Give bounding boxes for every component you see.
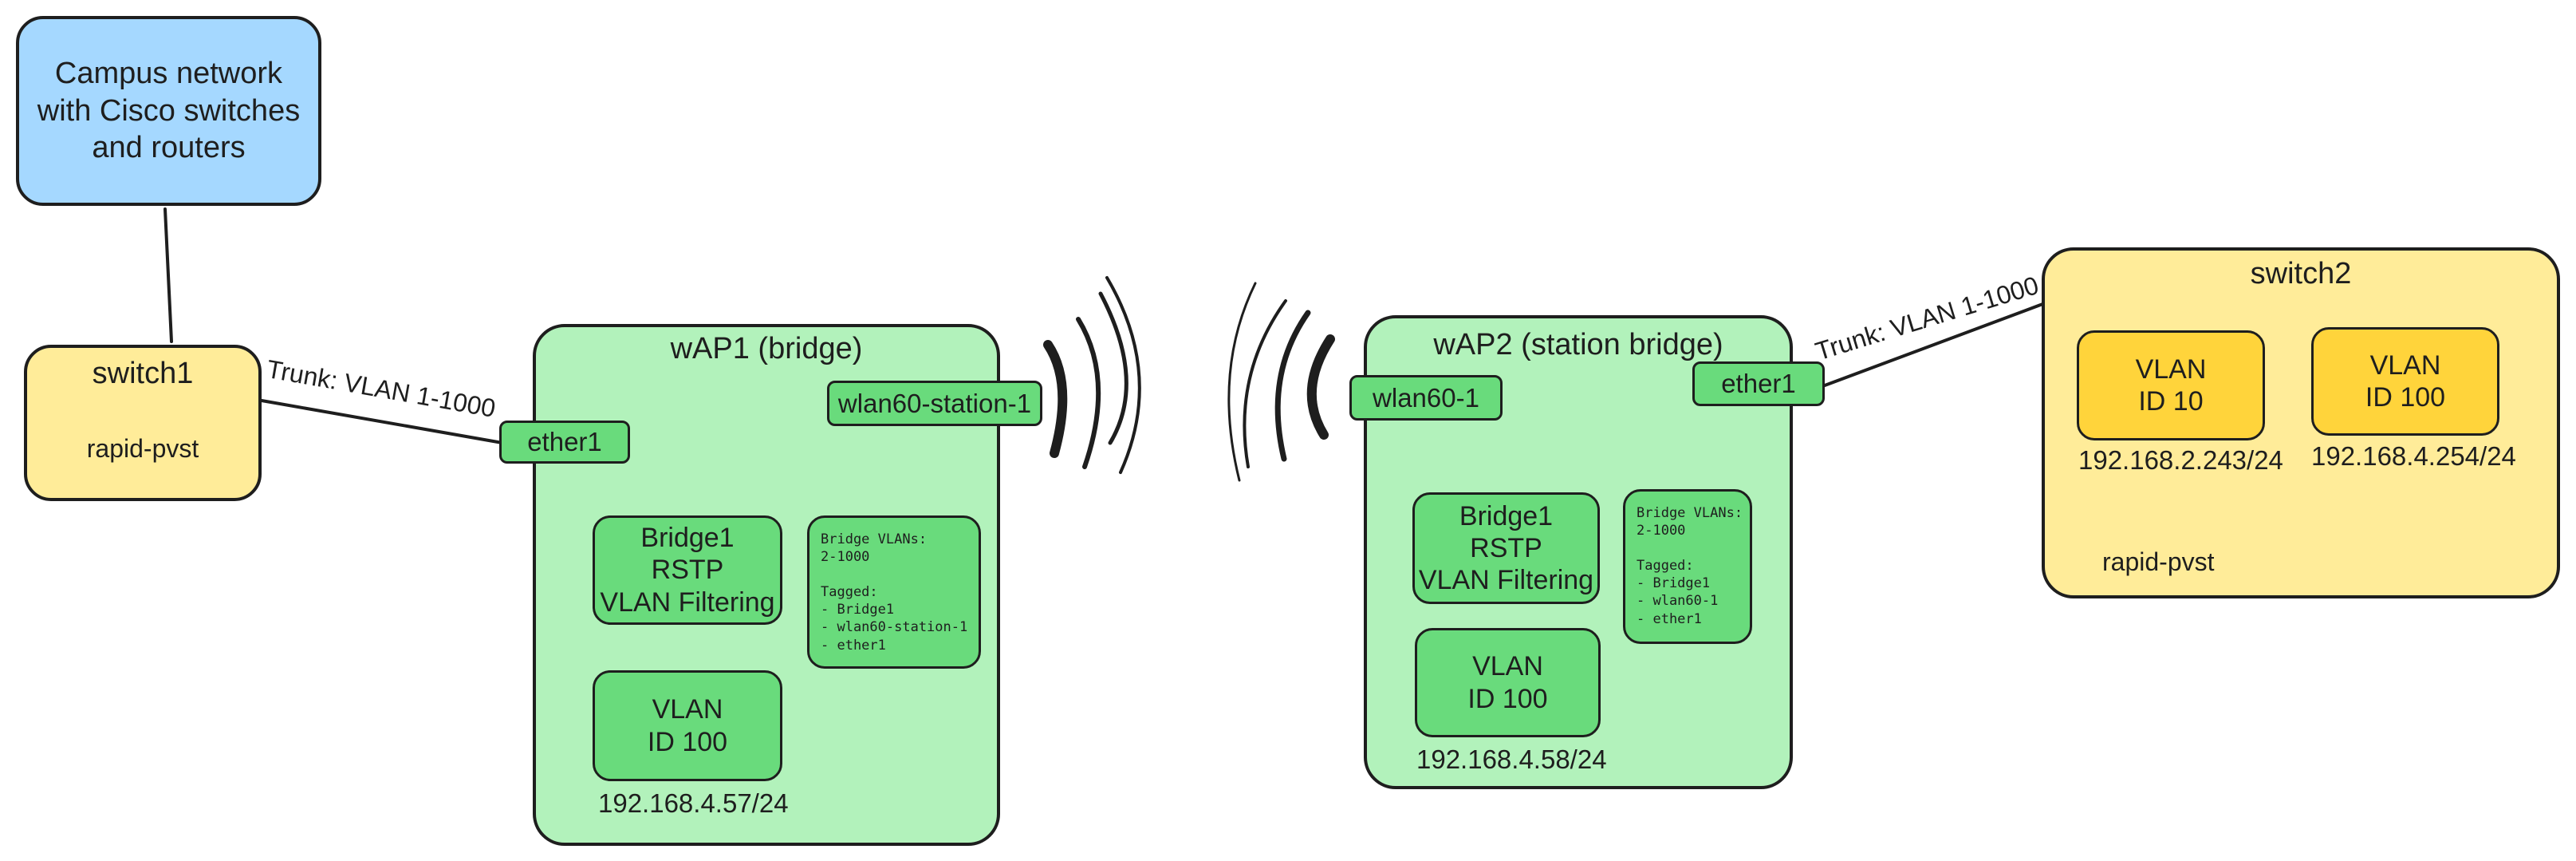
wap2-wlan60-1-port[interactable]: wlan60-1: [1349, 375, 1503, 421]
wap1-title: wAP1 (bridge): [670, 332, 863, 365]
link-campus-switch1: [163, 207, 173, 343]
wap1-vlan-label: VLAN ID 100: [647, 694, 728, 757]
link-wap2-switch2: [1823, 302, 2046, 387]
wap1-vlan-id100[interactable]: VLAN ID 100: [593, 670, 782, 781]
switch2-vlan100-label: VLAN ID 100: [2365, 350, 2446, 413]
switch2-vlan-id100[interactable]: VLAN ID 100: [2311, 327, 2499, 436]
campus-network-node[interactable]: Campus network with Cisco switches and r…: [16, 16, 321, 206]
switch1-node[interactable]: switch1 rapid-pvst: [24, 345, 262, 501]
switch1-title: switch1: [92, 357, 194, 390]
switch1-protocol-label: rapid-pvst: [86, 434, 199, 463]
wap1-ip-address: 192.168.4.57/24: [598, 788, 789, 818]
wap1-wlan60-station-1-port[interactable]: wlan60-station-1: [827, 381, 1042, 426]
wap2-bridge1[interactable]: Bridge1 RSTP VLAN Filtering: [1412, 492, 1600, 604]
wap2-ip-address: 192.168.4.58/24: [1416, 744, 1607, 774]
wap2-vlan-label: VLAN ID 100: [1467, 651, 1548, 714]
wap1-bridge1[interactable]: Bridge1 RSTP VLAN Filtering: [593, 515, 782, 625]
wap2-title: wAP2 (station bridge): [1433, 328, 1723, 361]
wap1-ether1-port[interactable]: ether1: [499, 421, 630, 464]
campus-network-label: Campus network with Cisco switches and r…: [37, 57, 301, 165]
wireless-signal-wap2: [1227, 282, 1335, 482]
wap2-ether1-port[interactable]: ether1: [1692, 361, 1825, 406]
wap1-bridge1-label: Bridge1 RSTP VLAN Filtering: [600, 523, 775, 618]
switch2-vlan10-label: VLAN ID 10: [2135, 353, 2207, 417]
switch2-vlan10-ip: 192.168.2.243/24: [2078, 445, 2283, 475]
switch2-vlan100-ip: 192.168.4.254/24: [2311, 441, 2516, 471]
wap1-bridge-vlans-note: Bridge VLANs: 2-1000 Tagged: - Bridge1 -…: [807, 515, 981, 669]
link-switch1-wap1-ether1: [260, 399, 504, 444]
switch2-vlan-id10[interactable]: VLAN ID 10: [2077, 330, 2265, 440]
wap2-bridge-vlans-note: Bridge VLANs: 2-1000 Tagged: - Bridge1 -…: [1623, 489, 1752, 644]
wap2-vlan-id100[interactable]: VLAN ID 100: [1415, 628, 1601, 737]
wireless-signal-wap1: [1043, 276, 1141, 474]
switch2-title: switch2: [2250, 257, 2352, 290]
switch2-protocol-label: rapid-pvst: [2102, 547, 2215, 576]
wap2-bridge1-label: Bridge1 RSTP VLAN Filtering: [1418, 500, 1594, 596]
